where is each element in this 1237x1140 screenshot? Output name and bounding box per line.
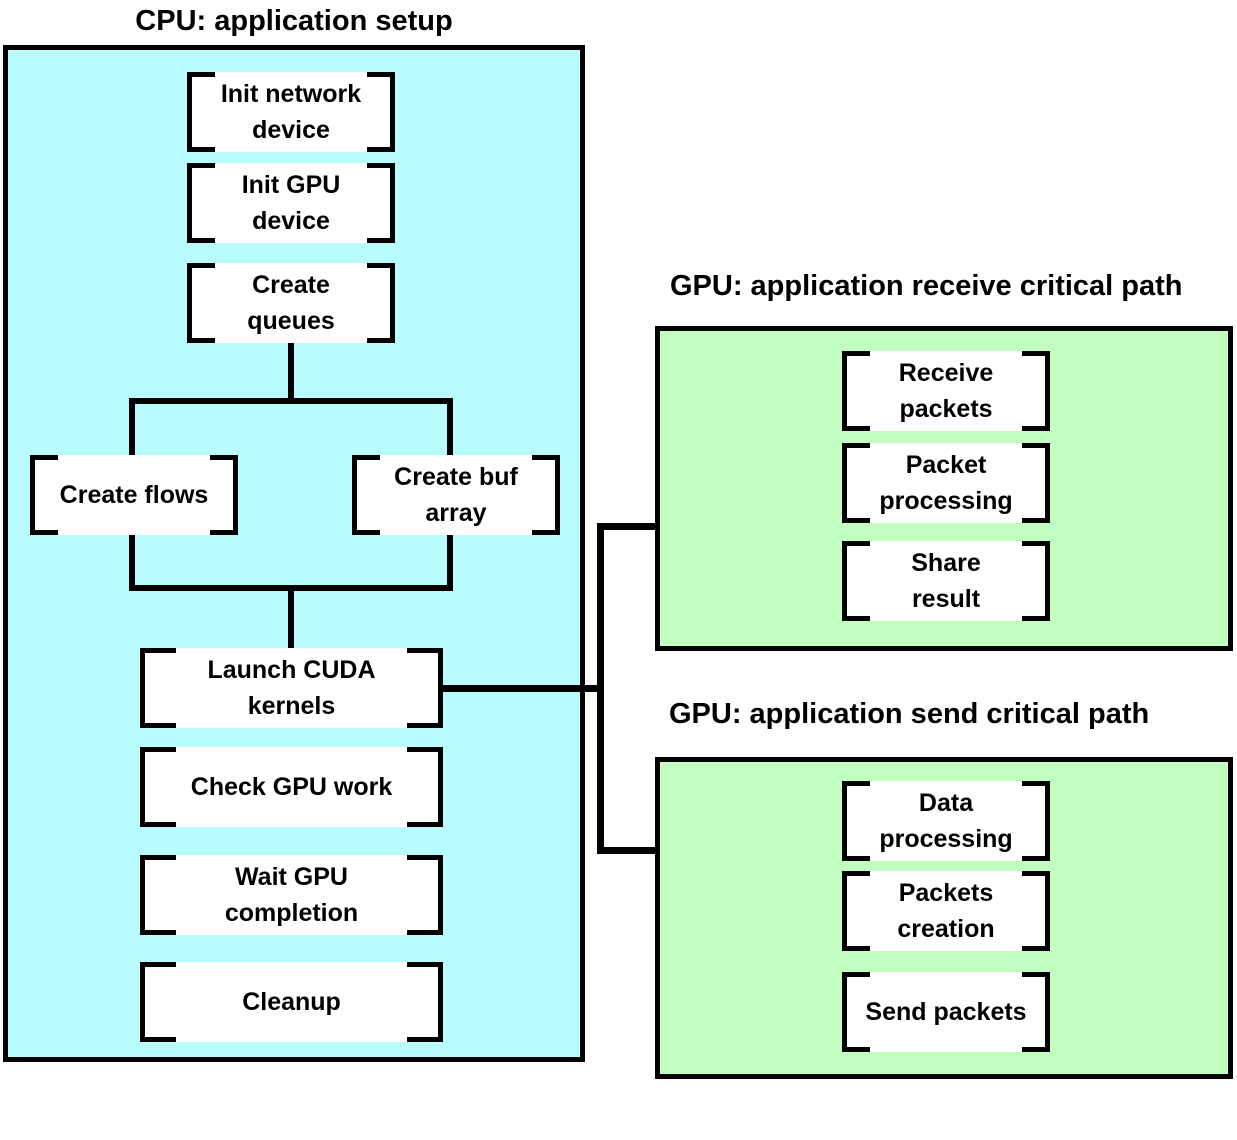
connector-trunk-to-send (597, 847, 660, 854)
node-packets-creation: Packets creation (842, 871, 1050, 951)
node-packet-processing: Packet processing (842, 443, 1050, 523)
node-create-flows: Create flows (30, 455, 238, 535)
node-init-network-device: Init network device (187, 72, 395, 152)
node-init-gpu-device: Init GPU device (187, 163, 395, 243)
connector-branch-to-launch (288, 588, 294, 650)
node-data-processing: Data processing (842, 781, 1050, 861)
gpu-send-title: GPU: application send critical path (669, 698, 1150, 730)
node-cleanup: Cleanup (140, 962, 443, 1042)
node-label: Packets creation (897, 879, 995, 943)
node-label: Init network device (220, 80, 362, 144)
node-label: Packet processing (879, 451, 1013, 515)
gpu-receive-title: GPU: application receive critical path (670, 270, 1183, 302)
node-receive-packets: Receive packets (842, 351, 1050, 431)
node-label: Create buf array (394, 463, 518, 527)
node-check-gpu-work: Check GPU work (140, 747, 443, 827)
connector-trunk-to-receive (597, 523, 660, 530)
node-create-queues: Create queues (187, 263, 395, 343)
node-label: Launch CUDA kernels (207, 656, 376, 720)
node-label: Cleanup (242, 988, 341, 1016)
node-launch-cuda-kernels: Launch CUDA kernels (140, 648, 443, 728)
node-label: Share result (911, 549, 981, 613)
cpu-setup-title: CPU: application setup (135, 5, 453, 37)
node-label: Data processing (879, 789, 1013, 853)
node-label: Wait GPU completion (224, 863, 359, 927)
connector-launch-to-trunk (440, 685, 604, 692)
node-label: Init GPU device (241, 171, 341, 235)
node-send-packets: Send packets (842, 972, 1050, 1052)
node-label: Send packets (865, 998, 1027, 1026)
node-share-result: Share result (842, 541, 1050, 621)
connector-queues-to-branch (288, 340, 294, 401)
node-label: Check GPU work (190, 773, 393, 801)
node-label: Create queues (247, 271, 335, 335)
node-label: Create flows (59, 481, 209, 509)
connector-trunk (597, 523, 604, 854)
node-wait-gpu-completion: Wait GPU completion (140, 855, 443, 935)
node-create-buf-array: Create buf array (352, 455, 560, 535)
node-label: Receive packets (898, 359, 994, 423)
